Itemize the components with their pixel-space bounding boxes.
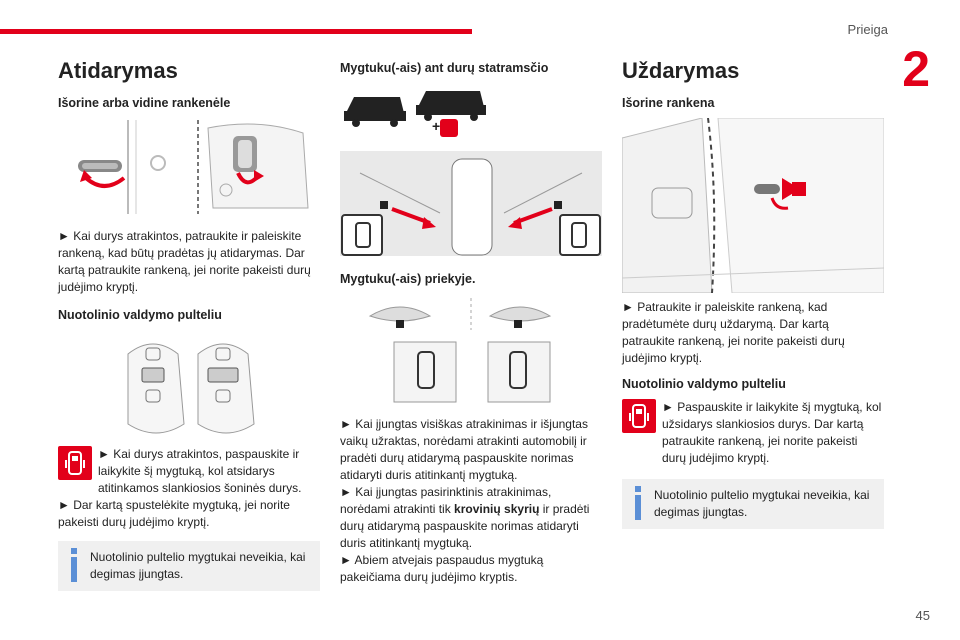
- buttons-text-3: ► Abiem atvejais paspaudus mygtuką pakei…: [340, 553, 544, 584]
- closing-remote-text: ► Paspauskite ir laikykite šį mygtuką, k…: [662, 400, 882, 465]
- front-buttons-heading: Mygtuku(-ais) priekyje.: [340, 272, 476, 286]
- opening-remote-text-2: ► Dar kartą spustelėkite mygtuką, jei no…: [58, 498, 290, 529]
- closing-handle-text: ► Patraukite ir paleiskite rankeną, kad …: [622, 300, 845, 365]
- info-icon: [71, 548, 77, 582]
- closing-note-text: Nuotolinio pultelio mygtukai neveikia, k…: [654, 488, 870, 519]
- door-handle-illustration: [58, 118, 320, 218]
- front-buttons-illustration: [368, 298, 552, 403]
- van-short-icon: [344, 97, 406, 127]
- opening-title: Atidarymas: [58, 58, 178, 83]
- opening-note-text: Nuotolinio pultelio mygtukai neveikia, k…: [90, 550, 306, 581]
- section-name: Prieiga: [847, 22, 888, 37]
- buttons-text-1: ► Kai įjungtas visiškas atrakinimas ir i…: [340, 417, 588, 482]
- opening-info-note: Nuotolinio pultelio mygtukai neveikia, k…: [58, 541, 320, 591]
- remote-key-illustration: [127, 343, 255, 434]
- closing-column: Uždarymas Išorine rankena ► Patraukite i…: [622, 55, 884, 529]
- buttons-column: Mygtuku(-ais) ant durų statramsčio + Myg…: [340, 55, 602, 586]
- svg-text:+: +: [432, 118, 440, 134]
- sliding-door-button-icon: [58, 446, 92, 480]
- closing-info-note: Nuotolinio pultelio mygtukai neveikia, k…: [622, 479, 884, 529]
- page-number: 45: [915, 608, 930, 623]
- opening-handle-text: ► Kai durys atrakintos, patraukite ir pa…: [58, 229, 311, 294]
- closing-title: Uždarymas: [622, 58, 740, 83]
- door-pillar-buttons-illustration: +: [340, 91, 602, 256]
- buttons-text-2: ► Kai įjungtas pasirinktinis atrakinimas…: [340, 485, 590, 550]
- opening-column: Atidarymas Išorine arba vidine rankenėle…: [58, 55, 320, 591]
- closing-remote-heading: Nuotolinio valdymo pulteliu: [622, 377, 786, 391]
- opening-remote-text-1: ► Kai durys atrakintos, paspauskite ir l…: [98, 447, 302, 495]
- closing-handle-heading: Išorine rankena: [622, 96, 715, 110]
- opening-remote-heading: Nuotolinio valdymo pulteliu: [58, 308, 222, 322]
- pillar-buttons-heading: Mygtuku(-ais) ant durų statramsčio: [340, 61, 549, 75]
- opening-remote-instructions: ► Kai durys atrakintos, paspauskite ir l…: [58, 446, 320, 497]
- closing-remote-instructions: ► Paspauskite ir laikykite šį mygtuką, k…: [622, 399, 884, 467]
- sliding-door-button-icon: [622, 399, 656, 433]
- header-accent-bar: [0, 29, 472, 34]
- chapter-number: 2: [902, 41, 930, 97]
- opening-handle-heading: Išorine arba vidine rankenėle: [58, 96, 231, 110]
- info-icon: [635, 486, 641, 520]
- van-long-icon: [416, 91, 486, 121]
- closing-handle-illustration: [622, 118, 884, 293]
